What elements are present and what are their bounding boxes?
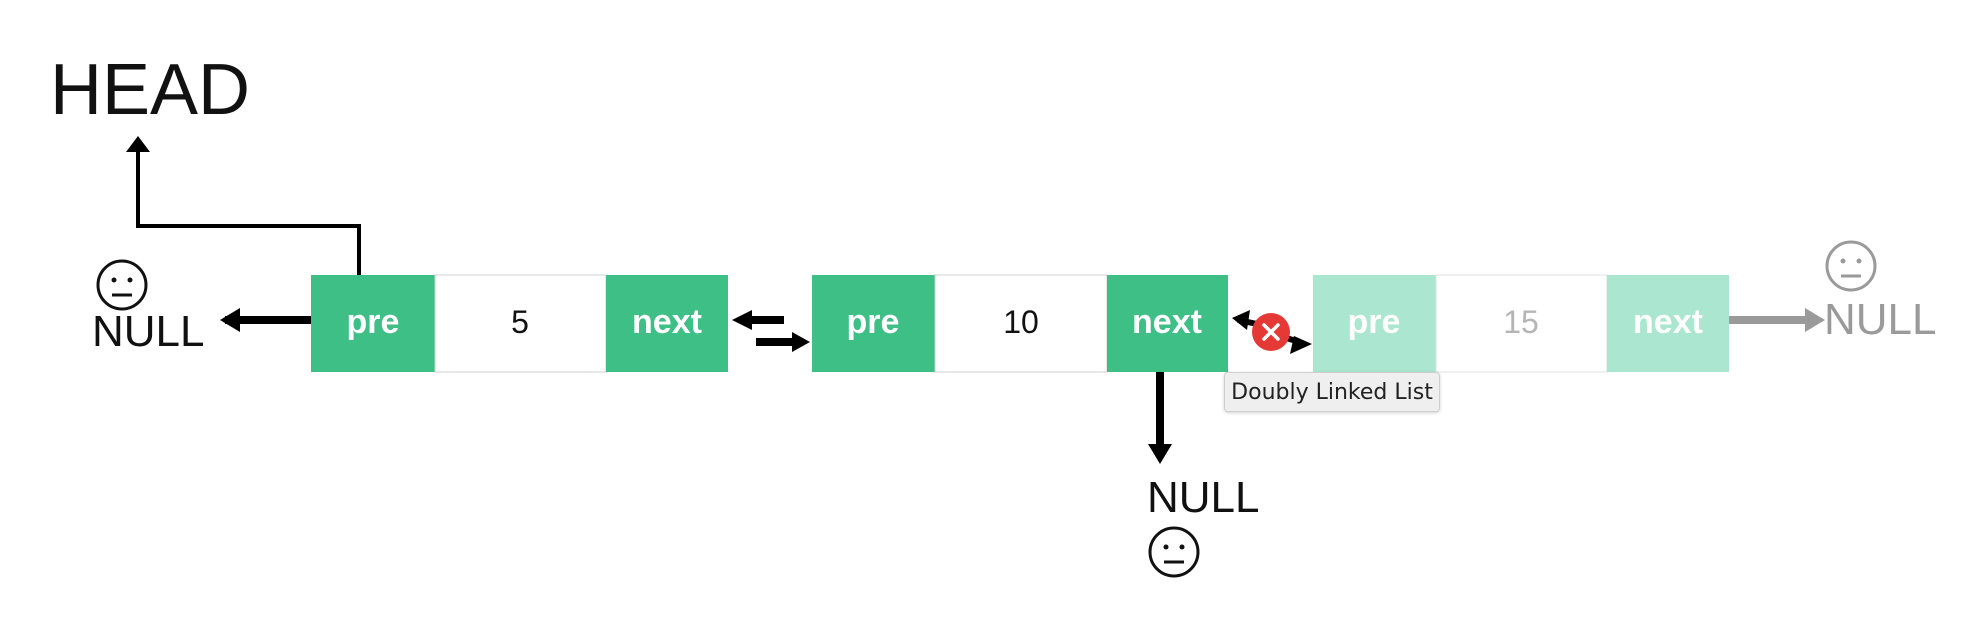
node-3-value: 15 [1503,304,1539,340]
node-1-next-label: next [632,303,702,341]
node-1-2-links [732,310,810,352]
node-2-next-label: next [1132,303,1202,341]
bottom-null-group: NULL [1147,372,1260,578]
node-1-pre-label: pre [347,303,400,341]
head-label: HEAD [50,50,250,130]
node-1: pre 5 next [311,274,728,373]
tooltip: Doubly Linked List [1224,372,1440,412]
right-null-group: NULL [1729,240,1937,344]
null-bottom-label: NULL [1147,473,1260,522]
node-2-value: 10 [1003,304,1039,340]
node-2-pre-label: pre [847,303,900,341]
node-3-next-label: next [1633,303,1703,341]
left-null-group: NULL [92,259,311,356]
tooltip-text: Doubly Linked List [1231,379,1433,405]
null-right-label: NULL [1824,295,1937,344]
null-left-label: NULL [92,307,205,356]
neutral-face-icon [1148,526,1200,578]
close-icon[interactable] [1252,313,1290,351]
node-1-value: 5 [511,304,529,340]
neutral-face-icon [96,259,148,311]
node-2: pre 10 next [812,274,1228,373]
neutral-face-icon [1825,240,1877,292]
head-pointer-arrow [126,136,361,275]
node-2-3-broken-link [1232,310,1312,354]
node-3-pre-label: pre [1348,303,1401,341]
node-3: pre 15 next [1313,274,1729,373]
